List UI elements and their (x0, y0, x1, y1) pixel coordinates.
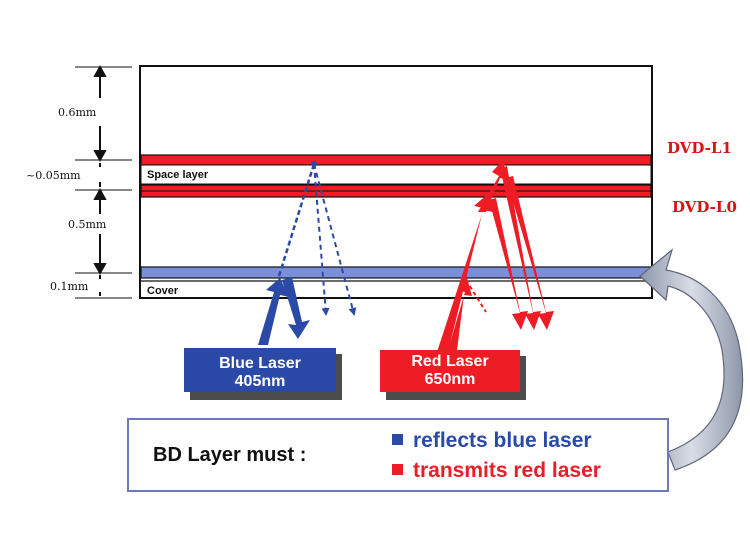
requirement-item-blue: reflects blue laser (413, 429, 592, 452)
red-bullet-icon (392, 464, 403, 475)
dimension-top: 0.6mm (58, 106, 97, 119)
dvd-l0-label: DVD-L0 (672, 198, 737, 216)
red-laser-label-box: Red Laser 650nm (380, 350, 526, 400)
red-laser-name: Red Laser (411, 353, 488, 370)
dimension-bottom: 0.1mm (50, 280, 89, 293)
bd-requirement-title: BD Layer must : (153, 444, 306, 466)
blue-laser-label-box: Blue Laser 405nm (184, 348, 342, 400)
dvd-l1-layer (140, 154, 652, 166)
dvd-l1-label: DVD-L1 (667, 139, 732, 157)
dimension-guides (75, 66, 132, 299)
dimension-middle: 0.5mm (68, 218, 107, 231)
blue-laser-name: Blue Laser (219, 355, 301, 372)
red-laser-beams (437, 160, 554, 352)
space-layer (140, 164, 652, 185)
red-laser-wavelength: 650nm (425, 371, 476, 388)
blue-laser-beams (258, 161, 357, 345)
cover-label: Cover (147, 285, 179, 297)
dimension-arrows (93, 64, 107, 296)
blue-laser-wavelength: 405nm (235, 373, 286, 390)
bd-blue-layer (140, 266, 652, 279)
space-layer-label: Space layer (147, 169, 209, 181)
curved-return-arrow (639, 248, 744, 471)
bd-requirement-box: BD Layer must : reflects blue laser tran… (127, 418, 669, 492)
blue-bullet-icon (392, 434, 403, 445)
requirement-item-red: transmits red laser (413, 459, 601, 482)
dimension-spacer: ~0.05mm (26, 169, 81, 182)
